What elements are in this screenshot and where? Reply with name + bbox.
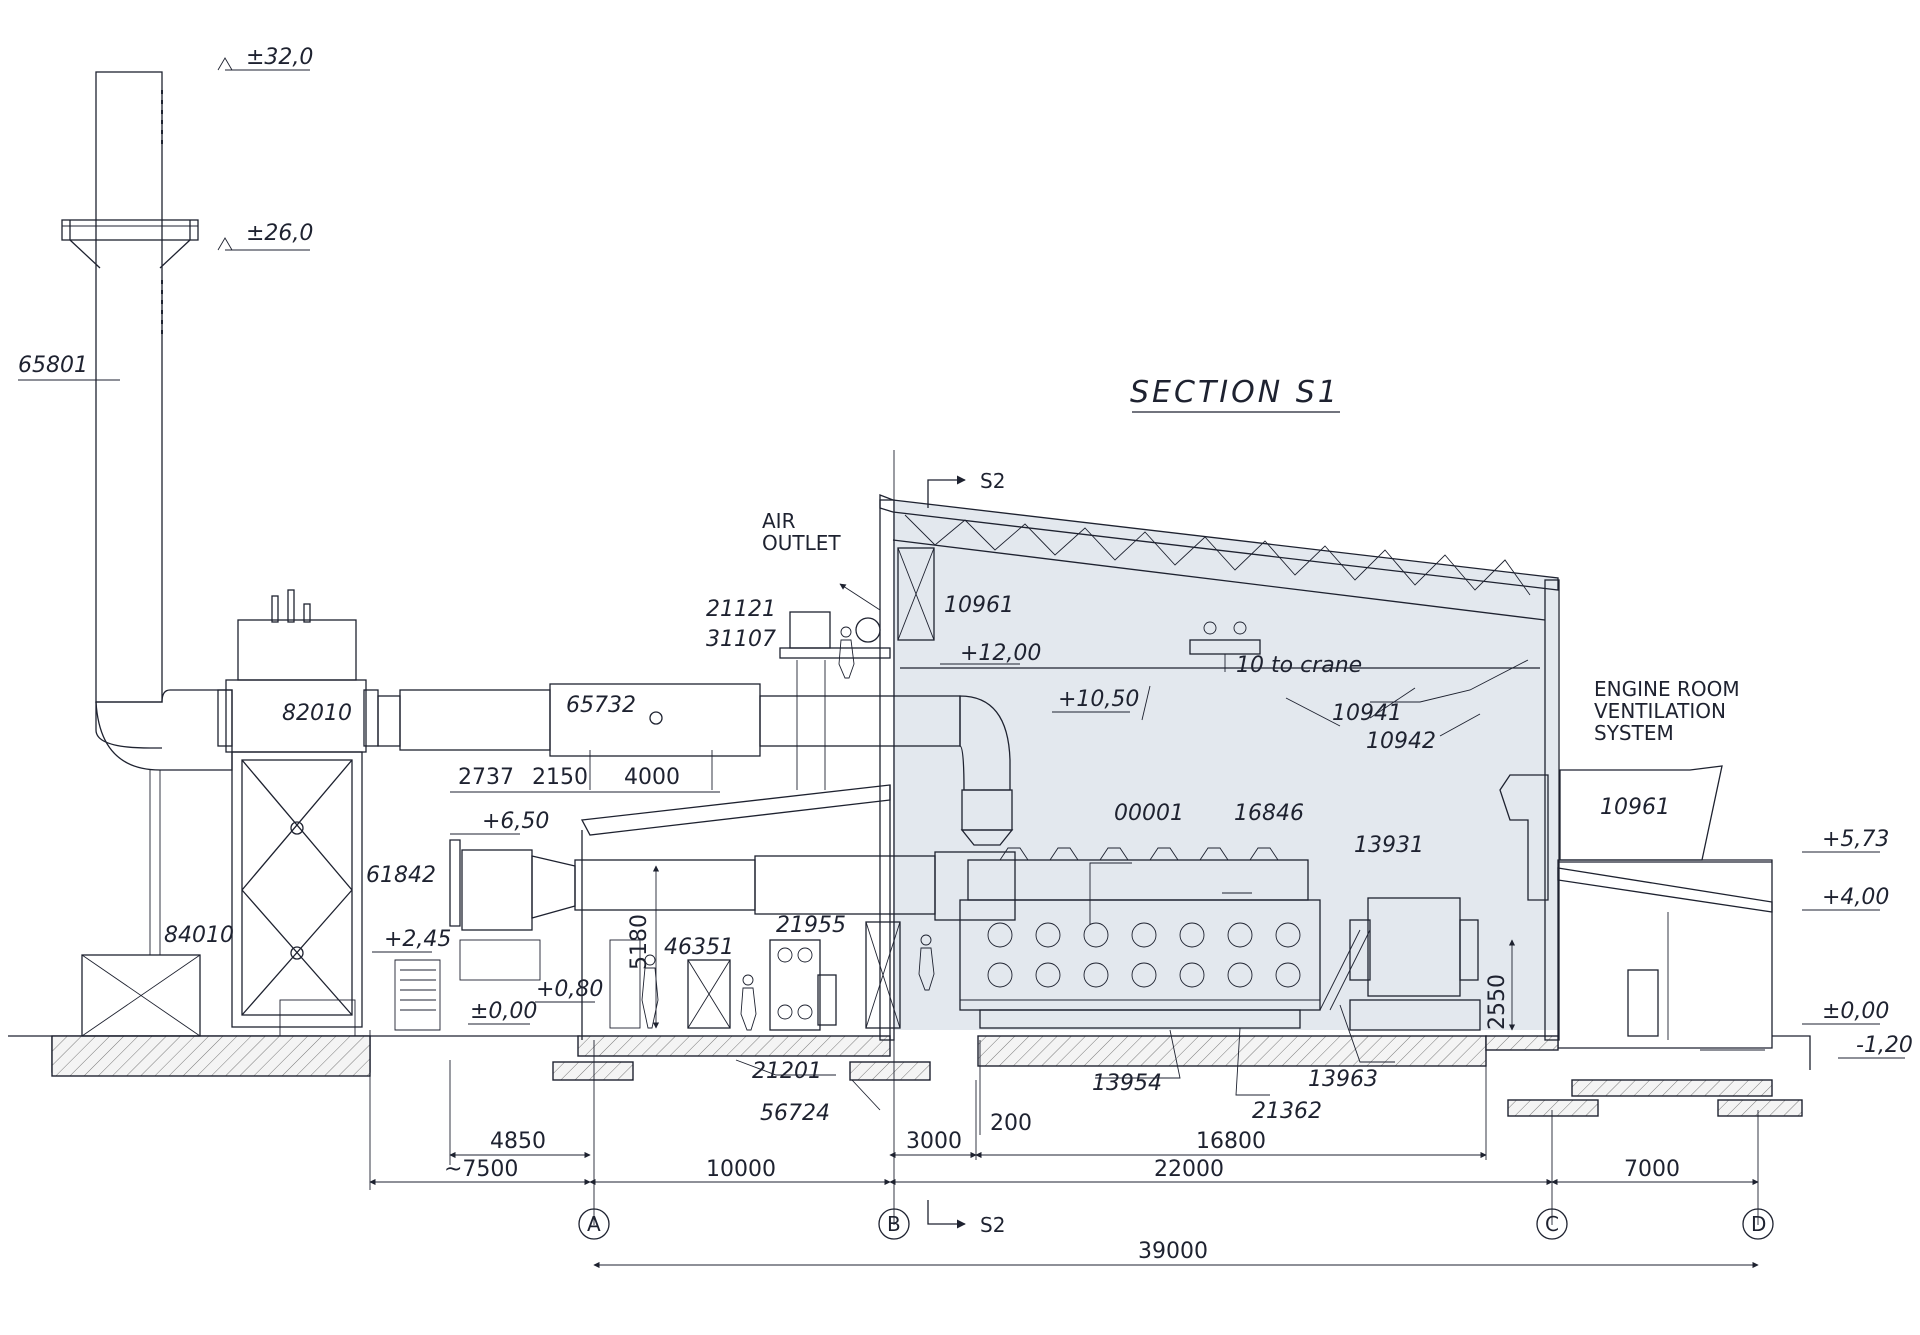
ground-foundations: [8, 1035, 1811, 1117]
label-fan-bottom: 31107: [706, 627, 776, 652]
label-pump: 21201: [752, 1059, 822, 1084]
label-crane: 10 to crane: [1236, 653, 1362, 678]
label-foundation-3: 13963: [1308, 1067, 1378, 1092]
annex-room: [1557, 859, 1773, 1049]
label-boiler: 82010: [282, 701, 352, 726]
elev-roof-crane: +12,00: [960, 641, 1041, 666]
elev-right-2: +4,00: [1822, 885, 1889, 910]
elev-platform-low: +2,45: [384, 927, 451, 952]
elevation-markers: [217, 57, 1905, 1059]
label-crane-2: 10942: [1366, 729, 1436, 754]
elev-silencer: +6,50: [482, 809, 549, 834]
label-vent-system-3: SYSTEM: [1594, 721, 1674, 745]
dim-200: 200: [990, 1111, 1032, 1136]
label-vent-system-1: ENGINE ROOM: [1594, 677, 1740, 701]
engine-genset: [959, 847, 1481, 1031]
label-engine: 00001: [1114, 801, 1184, 826]
engine-hall-fill: [893, 500, 1558, 1030]
axis-label-d: D: [1751, 1212, 1766, 1236]
label-air-outlet-1: AIR: [762, 509, 796, 533]
axis-markers: [578, 1208, 1774, 1240]
aux-annex: [580, 784, 901, 1040]
label-tank: 46351: [664, 935, 734, 960]
label-support: 84010: [164, 923, 234, 948]
elev-platform: ±26,0: [246, 221, 313, 246]
label-separator: 21955: [776, 913, 846, 938]
dim-7000: 7000: [1624, 1157, 1680, 1182]
dim-vertical-2: 2550: [1485, 974, 1510, 1030]
roof-fan: [779, 611, 891, 790]
section-marker-bottom: S2: [980, 1213, 1005, 1237]
label-foundation-2: 21362: [1252, 1099, 1322, 1124]
label-vent-unit: 10961: [1600, 795, 1670, 820]
person-figures: [641, 626, 935, 1031]
dim-10000: 10000: [706, 1157, 776, 1182]
label-air-outlet-2: OUTLET: [762, 531, 841, 555]
dim-vertical-1: 5180: [627, 914, 652, 970]
dim-22000: 22000: [1154, 1157, 1224, 1182]
leader-lines: [18, 379, 1529, 1111]
elev-floor-raise: +0,80: [536, 977, 603, 1002]
section-title: SECTION S1: [1130, 375, 1340, 410]
label-vent-fan: 10961: [944, 593, 1014, 618]
dim-3000: 3000: [906, 1129, 962, 1154]
label-stack: 65801: [18, 353, 88, 378]
label-silencer: 61842: [366, 863, 436, 888]
section-marker-top: S2: [980, 469, 1005, 493]
dim-top-1: 2737: [458, 765, 514, 790]
label-fan-top: 21121: [706, 597, 776, 622]
label-foundation-1: 13954: [1092, 1071, 1162, 1096]
label-ladder: 13931: [1354, 833, 1424, 858]
section-arrows: [839, 475, 966, 1229]
dim-4850: 4850: [490, 1129, 546, 1154]
elev-right-1: +5,73: [1822, 827, 1889, 852]
silencer-duct: [394, 839, 1016, 1031]
axis-label-c: C: [1545, 1212, 1559, 1236]
elev-duct: +10,50: [1058, 687, 1139, 712]
elev-stack-top: ±32,0: [246, 45, 313, 70]
axis-circle-c: [1536, 1208, 1568, 1240]
label-compressor: 56724: [760, 1101, 830, 1126]
dimension-lines: [369, 450, 1759, 1269]
label-duct: 65732: [566, 693, 636, 718]
boiler-unit: [217, 589, 379, 1037]
label-engine-part: 16846: [1234, 801, 1304, 826]
elev-ground-left: ±0,00: [470, 999, 537, 1024]
axis-circle-b: [878, 1208, 910, 1240]
elev-right-basement: -1,20: [1856, 1033, 1913, 1058]
dim-total: 39000: [1138, 1239, 1208, 1264]
dim-7500: ~7500: [444, 1157, 518, 1182]
exhaust-stack: [61, 71, 233, 1037]
axis-label-a: A: [587, 1212, 601, 1236]
axis-circle-a: [578, 1208, 610, 1240]
elev-right-ground: ±0,00: [1822, 999, 1889, 1024]
axis-circle-d: [1742, 1208, 1774, 1240]
dim-top-2: 2150: [532, 765, 588, 790]
label-crane-1: 10941: [1332, 701, 1402, 726]
exhaust-duct: [377, 683, 1014, 846]
axis-label-b: B: [887, 1212, 901, 1236]
dim-16800: 16800: [1196, 1129, 1266, 1154]
label-vent-system-2: VENTILATION: [1594, 699, 1726, 723]
dim-top-3: 4000: [624, 765, 680, 790]
